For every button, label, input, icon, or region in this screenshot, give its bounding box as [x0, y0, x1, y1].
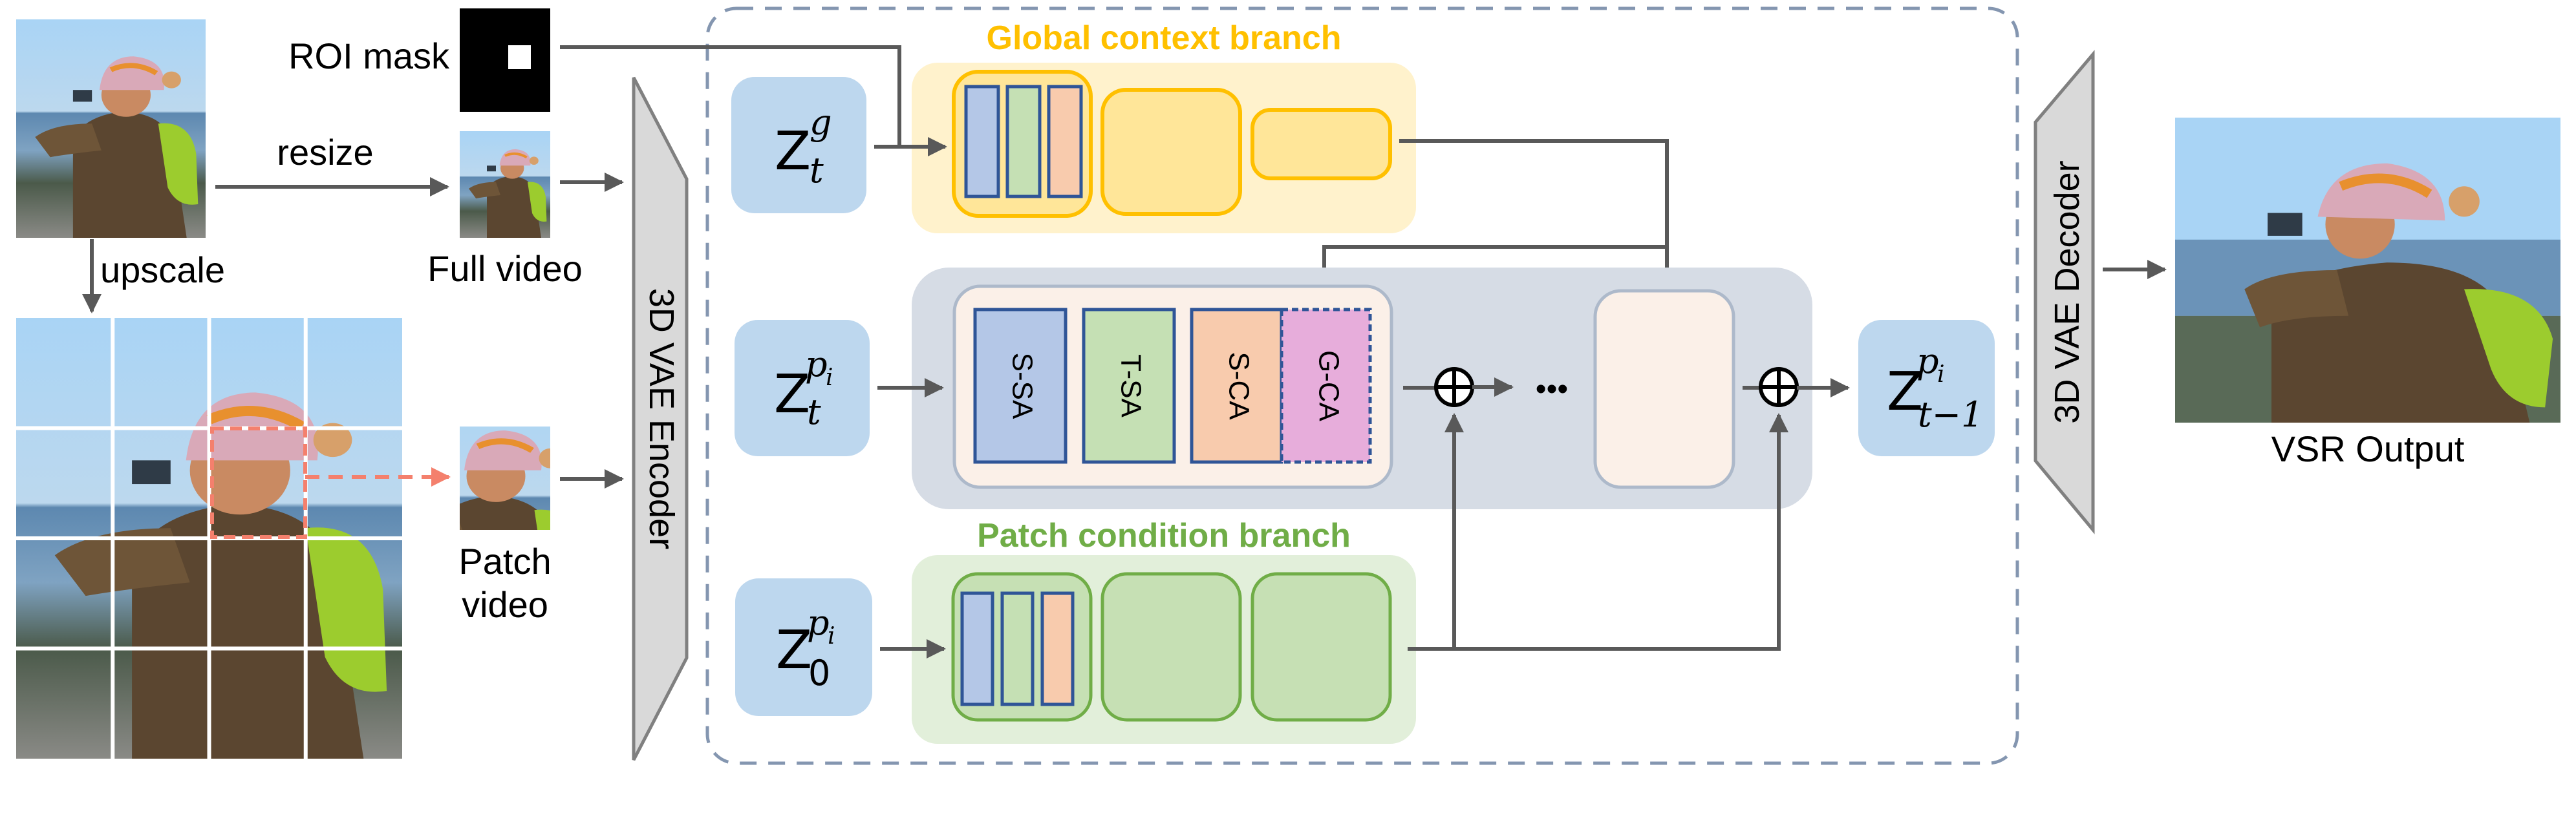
svg-text:p: p [1916, 341, 1939, 381]
vae-encoder-label: 3D VAE Encoder [642, 288, 681, 549]
patch-condition-wire [1408, 415, 1781, 651]
latent-patch-0: Z p i 0 [735, 578, 872, 716]
layer-label-g-ca: G-CA [1313, 350, 1344, 422]
vsr-output-image [2175, 118, 2560, 423]
patch-sca-bar [1040, 591, 1075, 706]
full-video-thumbnail [460, 131, 550, 238]
dit-block-last [1593, 289, 1735, 489]
vae-encoder: 3D VAE Encoder [632, 76, 689, 761]
global-branch-block-2 [1100, 88, 1242, 216]
svg-text:t: t [810, 150, 824, 191]
svg-text:i: i [1937, 361, 1945, 388]
latent-patch-t: Z p i t [735, 320, 870, 456]
full-video-label: Full video [427, 248, 583, 289]
layer-s-ca [1190, 308, 1283, 464]
patch-video-label-line2: video [462, 584, 548, 625]
patch-ssa-bar [960, 591, 994, 706]
patch-branch-block-2 [1100, 572, 1242, 722]
patch-branch-first-block [951, 572, 1093, 722]
layer-label-s-ca: S-CA [1223, 352, 1254, 420]
svg-text:t: t [807, 392, 821, 432]
roi-mask-label: ROI mask [288, 36, 450, 76]
svg-text:i: i [828, 623, 835, 649]
svg-text:Z: Z [776, 620, 812, 681]
roi-mask-wire [560, 45, 901, 146]
layer-g-ca [1280, 308, 1372, 464]
vae-decoder: 3D VAE Decoder [2034, 50, 2095, 534]
roi-mask [460, 8, 550, 112]
upscaled-video-grid [16, 318, 402, 759]
vae-decoder-label: 3D VAE Decoder [2048, 160, 2087, 423]
patch-video-label: Patch [458, 541, 551, 582]
global-output-wire [1399, 139, 1669, 286]
patch-branch-title: Patch condition branch [977, 517, 1351, 554]
svg-text:Z: Z [775, 121, 811, 182]
svg-text:0: 0 [808, 653, 830, 693]
upscale-label: upscale [100, 249, 225, 290]
resize-label: resize [277, 132, 373, 173]
global-tsa-bar [1005, 85, 1042, 198]
layer-t-sa [1082, 308, 1176, 464]
svg-text:g: g [810, 102, 832, 143]
global-sca-bar [1047, 85, 1083, 198]
dit-block: S-SA T-SA S-CA G-CA [952, 284, 1393, 489]
global-branch-title: Global context branch [987, 19, 1342, 57]
svg-text:p: p [805, 344, 828, 385]
selected-patch [210, 427, 307, 539]
diffusion-frame [705, 6, 2019, 765]
svg-text:i: i [826, 364, 833, 391]
patch-tsa-bar [1000, 591, 1035, 706]
global-branch-block-3 [1250, 108, 1392, 180]
layer-s-sa [973, 308, 1068, 464]
add-node-1 [1434, 367, 1474, 407]
layer-label-s-sa: S-SA [1006, 353, 1038, 419]
layer-label-t-sa: T-SA [1115, 354, 1146, 417]
svg-text:t−1: t−1 [1918, 394, 1983, 435]
svg-text:p: p [807, 602, 830, 643]
latent-patch-output: Z p i t−1 [1858, 320, 1995, 456]
roi-region [508, 45, 531, 69]
latent-global: Z g t [731, 77, 866, 213]
input-video-thumbnail [16, 19, 206, 238]
ellipsis: ••• [1536, 372, 1568, 406]
patch-branch-block-3 [1250, 572, 1392, 722]
add-node-2 [1759, 367, 1799, 407]
global-branch-first-block [952, 70, 1093, 218]
svg-text:Z: Z [1887, 361, 1923, 423]
svg-text:Z: Z [774, 364, 810, 425]
global-ssa-bar [964, 85, 1000, 198]
vsr-output-label: VSR Output [2271, 428, 2465, 469]
